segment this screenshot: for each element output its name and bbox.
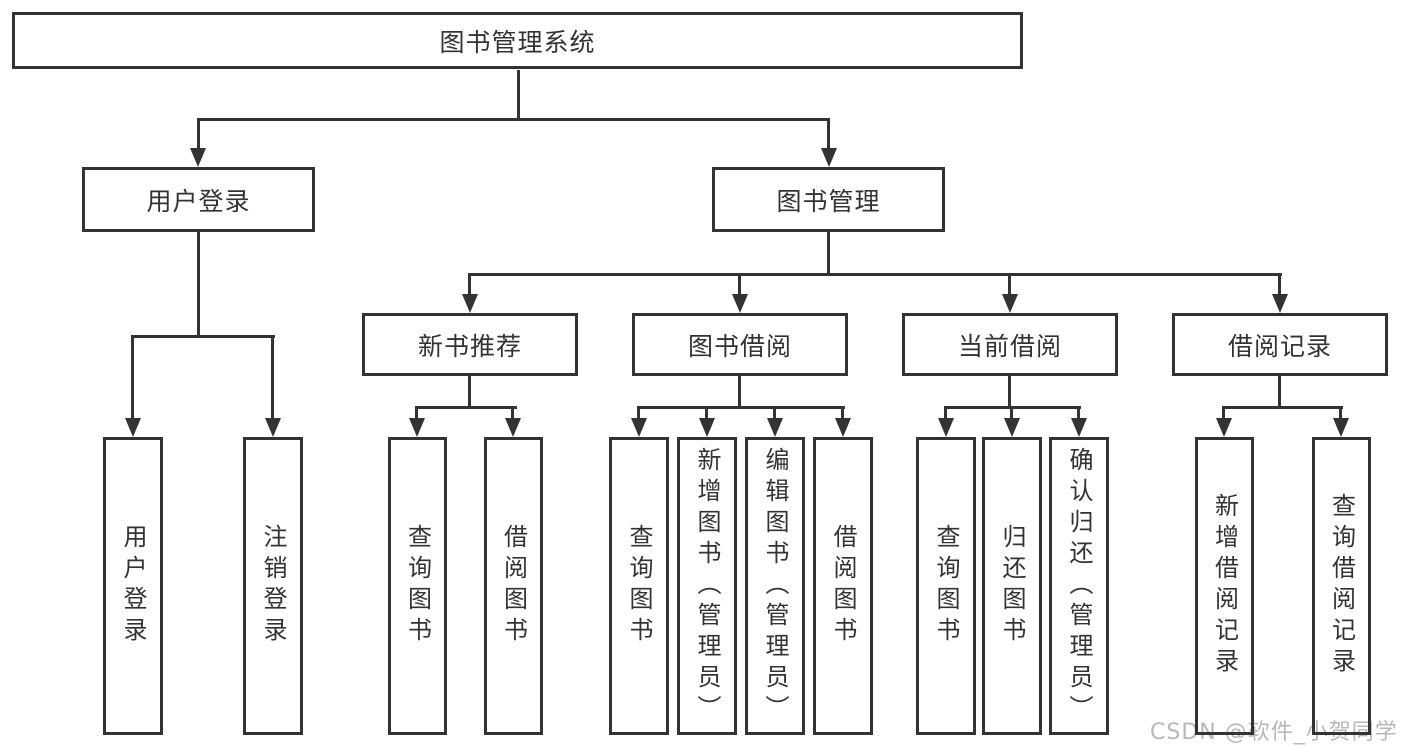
connector-drop <box>705 406 708 420</box>
arrowhead <box>767 418 783 437</box>
arrowhead <box>409 418 425 437</box>
connector-level3-fork <box>468 273 1282 276</box>
leaf-label: 借阅图书 <box>499 524 528 648</box>
arrowhead <box>699 418 715 437</box>
connector-root-stem <box>517 70 520 118</box>
connector-drop-new-book <box>468 273 471 296</box>
node-label: 图书管理系统 <box>439 27 596 57</box>
arrowhead <box>1216 418 1232 437</box>
node-label: 图书借阅 <box>687 331 792 361</box>
leaf-query-books-borrowing: 查询图书 <box>609 437 669 735</box>
leaf-label: 查询图书 <box>625 524 653 648</box>
connector-borrowing-records-stem <box>1278 376 1281 406</box>
leaf-borrow-books-recommend: 借阅图书 <box>484 437 543 735</box>
node-current-borrowing: 当前借阅 <box>902 313 1118 376</box>
connector-drop <box>1222 406 1225 420</box>
connector-user-login-fork <box>131 335 275 338</box>
leaf-label: 新增借阅记录 <box>1210 493 1239 679</box>
leaf-user-login: 用户登录 <box>103 437 163 735</box>
arrowhead-book-borrowing <box>732 294 748 313</box>
connector-drop-borrowing-records <box>1278 273 1281 296</box>
leaf-label: 归还图书 <box>998 524 1026 648</box>
connector-user-login-stem <box>197 232 200 335</box>
connector-drop <box>1077 406 1080 420</box>
connector-drop-user-login <box>197 118 200 150</box>
leaf-label: 注销登录 <box>259 524 287 648</box>
csdn-watermark: CSDN @软件_小贺同学 <box>1150 720 1398 745</box>
connector-book-management-stem <box>827 232 830 273</box>
connector-drop-current-borrowing <box>1008 273 1011 296</box>
arrowhead <box>505 418 521 437</box>
connector-drop <box>1010 406 1013 420</box>
leaf-label: 查询图书 <box>932 524 960 648</box>
connector-drop <box>415 406 418 420</box>
leaf-add-books-admin: 新增图书（管理员） <box>677 437 737 735</box>
leaf-label: 编辑图书（管理员） <box>761 446 789 726</box>
leaf-return-books: 归还图书 <box>982 437 1042 735</box>
connector-borrowing-records-fork <box>1222 406 1343 409</box>
leaf-label: 借阅图书 <box>829 524 857 648</box>
connector-book-borrowing-stem <box>738 376 741 406</box>
leaf-edit-books-admin: 编辑图书（管理员） <box>745 437 805 735</box>
connector-drop-book-borrowing <box>738 273 741 296</box>
arrowhead-user-login <box>190 148 206 167</box>
leaf-label: 用户登录 <box>119 524 147 648</box>
connector-new-book-stem <box>468 376 471 406</box>
arrowhead-current-borrowing <box>1002 294 1018 313</box>
connector-drop <box>637 406 640 420</box>
node-book-borrowing: 图书借阅 <box>632 313 848 376</box>
arrowhead <box>835 418 851 437</box>
leaf-add-borrow-record: 新增借阅记录 <box>1195 437 1254 735</box>
leaf-label: 新增图书（管理员） <box>693 446 721 726</box>
arrowhead <box>1004 418 1020 437</box>
arrowhead-leaf-logout <box>265 418 281 437</box>
leaf-query-books-recommend: 查询图书 <box>388 437 447 735</box>
connector-drop <box>773 406 776 420</box>
node-borrowing-records: 借阅记录 <box>1172 313 1388 376</box>
node-label: 当前借阅 <box>957 331 1062 361</box>
node-label: 用户登录 <box>146 186 251 216</box>
connector-book-borrowing-fork <box>637 406 845 409</box>
arrowhead <box>631 418 647 437</box>
arrowhead-book-management <box>821 148 837 167</box>
node-user-login: 用户登录 <box>82 167 315 232</box>
leaf-label: 查询借阅记录 <box>1327 493 1356 679</box>
connector-drop <box>944 406 947 420</box>
node-label: 图书管理 <box>776 186 881 216</box>
leaf-query-books-current: 查询图书 <box>916 437 976 735</box>
connector-new-book-fork <box>415 406 517 409</box>
arrowhead <box>938 418 954 437</box>
leaf-confirm-return-admin: 确认归还（管理员） <box>1049 437 1109 735</box>
connector-root-fork <box>197 118 830 121</box>
arrowhead-new-book <box>462 294 478 313</box>
arrowhead <box>1071 418 1087 437</box>
leaf-borrow-books-borrowing: 借阅图书 <box>813 437 873 735</box>
node-new-book-recommendation: 新书推荐 <box>362 313 578 376</box>
connector-drop <box>511 406 514 420</box>
connector-drop <box>841 406 844 420</box>
node-label: 借阅记录 <box>1227 331 1332 361</box>
leaf-label: 查询图书 <box>403 524 432 648</box>
connector-drop-book-management <box>827 118 830 150</box>
connector-drop-leaf-logout <box>271 335 274 420</box>
leaf-query-borrow-record: 查询借阅记录 <box>1312 437 1371 735</box>
arrowhead-borrowing-records <box>1272 294 1288 313</box>
node-label: 新书推荐 <box>417 331 522 361</box>
connector-drop <box>1339 406 1342 420</box>
leaf-logout: 注销登录 <box>243 437 303 735</box>
node-library-management-system: 图书管理系统 <box>12 12 1023 69</box>
node-book-management: 图书管理 <box>712 167 945 232</box>
leaf-label: 确认归还（管理员） <box>1065 446 1093 726</box>
arrowhead <box>1333 418 1349 437</box>
arrowhead-leaf-user-login <box>125 418 141 437</box>
connector-drop-leaf-user-login <box>131 335 134 420</box>
connector-current-borrowing-stem <box>1008 376 1011 406</box>
